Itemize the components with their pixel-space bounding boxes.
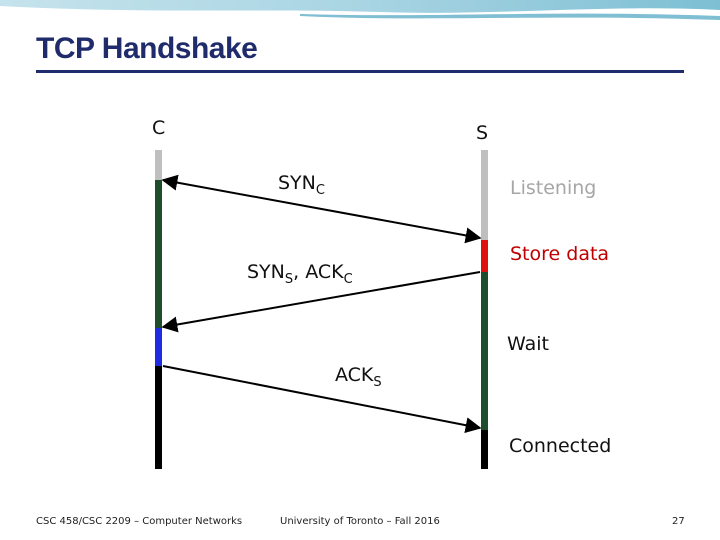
syn-c-label: SYNC — [278, 172, 325, 198]
footer-course: CSC 458/CSC 2209 – Computer Networks — [36, 516, 243, 527]
server-timeline-connected — [481, 430, 488, 469]
ack-s-label: ACKS — [335, 364, 382, 390]
client-timeline-established — [155, 366, 162, 469]
state-connected: Connected — [509, 435, 611, 457]
syn-c-text: SYN — [278, 172, 316, 194]
syn-s-text: SYN — [247, 261, 285, 283]
header-wave-decoration — [0, 0, 720, 20]
state-listening: Listening — [510, 177, 596, 199]
client-label: C — [152, 117, 165, 139]
ack-c-text: , ACK — [293, 261, 344, 283]
ack-s-arrow — [162, 365, 482, 434]
syn-s-subscript: S — [285, 272, 293, 287]
state-store-data: Store data — [510, 243, 609, 265]
ack-s-subscript: S — [373, 375, 381, 390]
syn-s-ack-c-label: SYNS, ACKC — [247, 261, 353, 287]
state-wait: Wait — [507, 333, 549, 355]
server-timeline-store-data — [481, 240, 488, 272]
server-label: S — [476, 122, 488, 144]
syn-s-ack-c-arrow — [161, 271, 481, 333]
ack-c-subscript: C — [344, 272, 353, 287]
client-timeline-ack-sent — [155, 328, 162, 366]
slide-title: TCP Handshake — [36, 32, 258, 65]
client-timeline-idle — [155, 150, 162, 180]
server-timeline-listening — [481, 150, 488, 240]
ack-s-text: ACK — [335, 364, 374, 386]
syn-c-subscript: C — [316, 183, 325, 198]
server-timeline-wait — [481, 272, 488, 430]
syn-c-arrow — [161, 174, 482, 244]
footer-page-number: 27 — [672, 516, 685, 527]
title-underline — [36, 70, 684, 73]
footer-university: University of Toronto – Fall 2016 — [280, 516, 440, 527]
client-timeline-syn-sent — [155, 180, 162, 328]
